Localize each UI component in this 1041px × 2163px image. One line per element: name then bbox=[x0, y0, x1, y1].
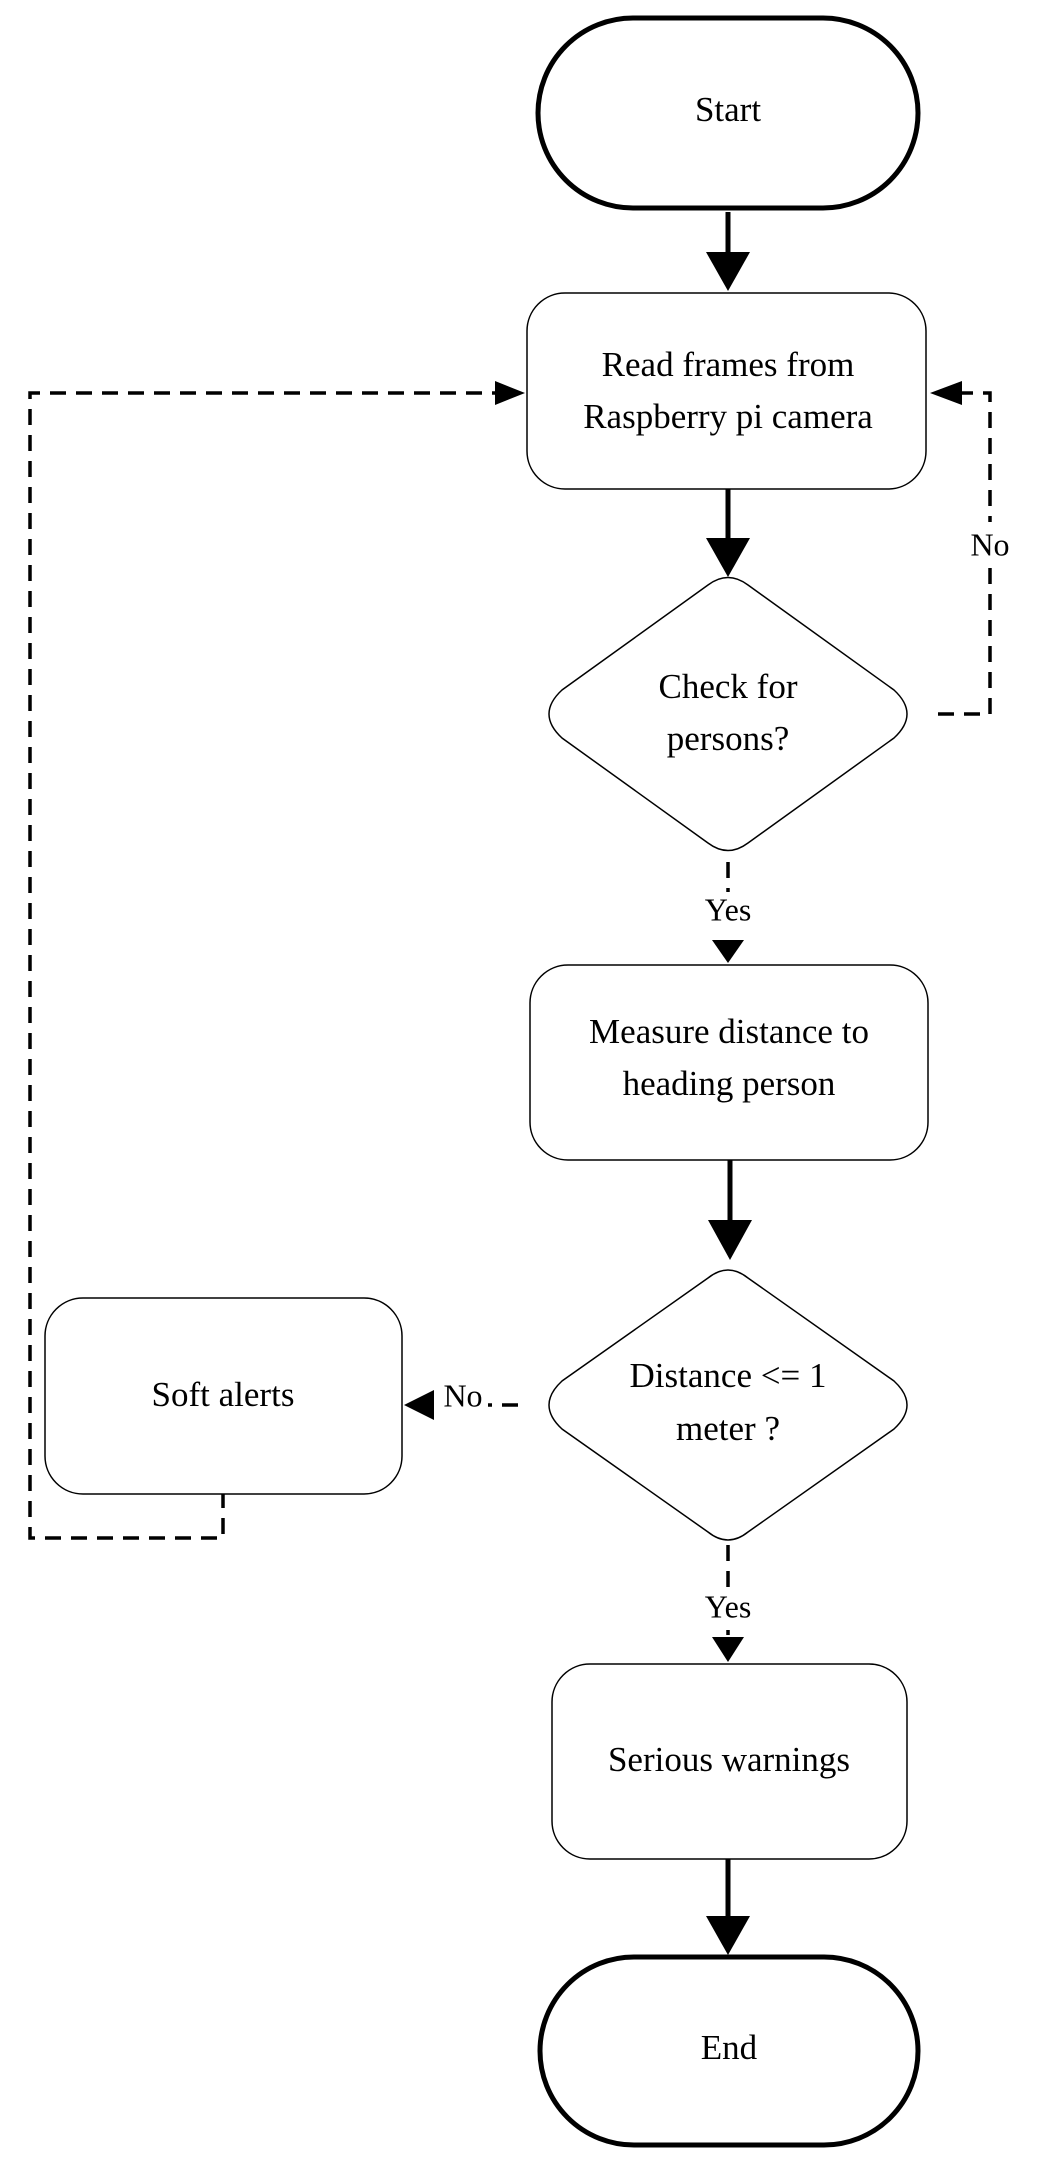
node-read-frames: Read frames from Raspberry pi camera bbox=[526, 292, 927, 490]
soft-alerts-label: Soft alerts bbox=[152, 1375, 295, 1414]
arrowhead-check-no bbox=[930, 381, 962, 405]
measure-distance-label: Measure distance to bbox=[589, 1012, 869, 1051]
yes-label-mask-2 bbox=[696, 1590, 760, 1630]
arrowhead-serious-to-end bbox=[706, 1916, 750, 1955]
read-frames-label-line2: Raspberry pi camera bbox=[583, 397, 873, 436]
no-label-mask bbox=[965, 522, 1015, 566]
node-soft-alerts: Soft alerts bbox=[44, 1297, 403, 1495]
read-frames-label: Read frames from bbox=[602, 345, 855, 384]
measure-distance-process-shape bbox=[529, 964, 929, 1161]
arrowhead-start-to-read bbox=[706, 252, 750, 291]
check-persons-yes-label: Yes bbox=[705, 891, 752, 927]
arrowhead-check-yes bbox=[712, 940, 744, 963]
distance-check-label-line2: meter ? bbox=[676, 1409, 780, 1448]
arrowhead-read-to-check bbox=[706, 538, 750, 577]
distance-yes-label: Yes bbox=[705, 1588, 752, 1624]
arrowhead-soft-loop bbox=[495, 381, 525, 405]
node-measure-distance: Measure distance to heading person bbox=[529, 964, 929, 1161]
check-persons-decision-shape bbox=[548, 576, 908, 852]
end-label: End bbox=[701, 2028, 758, 2067]
read-frames-process-shape bbox=[526, 292, 927, 490]
distance-check-label: Distance <= 1 bbox=[630, 1356, 827, 1395]
start-terminator-shape bbox=[535, 15, 921, 211]
soft-alerts-process-shape bbox=[44, 1297, 403, 1495]
dashed-arrowheads bbox=[404, 381, 962, 1662]
solid-connectors bbox=[706, 212, 752, 1955]
edge-soft-loop bbox=[28, 391, 495, 1540]
node-end: End bbox=[537, 1954, 921, 2148]
node-serious-warnings: Serious warnings bbox=[551, 1663, 908, 1860]
serious-warnings-label: Serious warnings bbox=[608, 1740, 850, 1779]
node-check-persons: Check for persons? bbox=[548, 576, 908, 852]
check-persons-label: Check for bbox=[659, 667, 798, 706]
node-start: Start bbox=[535, 15, 921, 211]
node-distance-check: Distance <= 1 meter ? bbox=[548, 1269, 908, 1541]
start-label: Start bbox=[695, 90, 761, 129]
check-persons-no-label: No bbox=[970, 526, 1009, 562]
measure-distance-label-line2: heading person bbox=[623, 1064, 836, 1103]
check-persons-label-line2: persons? bbox=[667, 719, 789, 758]
arrowhead-measure-to-distance bbox=[708, 1220, 752, 1260]
arrowhead-distance-yes bbox=[712, 1637, 744, 1662]
arrowhead-distance-no-main bbox=[404, 1390, 434, 1420]
distance-check-decision-shape bbox=[548, 1269, 908, 1541]
serious-warnings-process-shape bbox=[551, 1663, 908, 1860]
distance-no-label: No bbox=[443, 1377, 482, 1413]
yes-label-mask-1 bbox=[696, 892, 760, 932]
end-terminator-shape bbox=[537, 1954, 921, 2148]
